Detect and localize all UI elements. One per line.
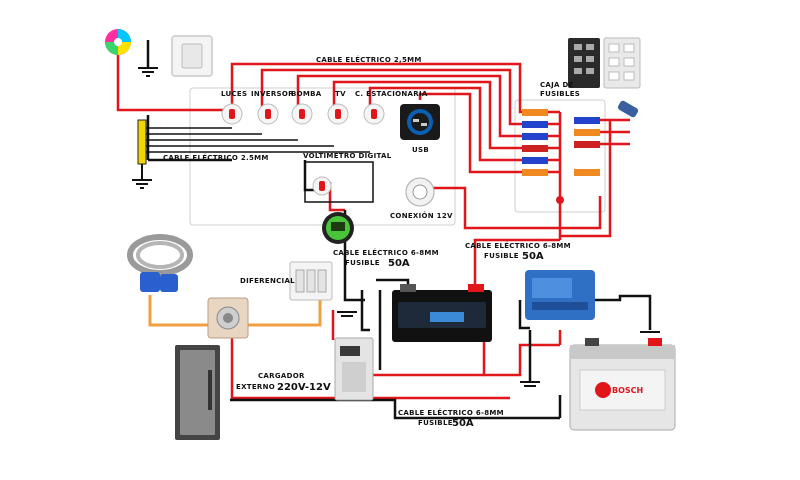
cable-bottom-label-line1: CABLE ELÉCTRICO 6-8MM [398,408,504,417]
cable-right-label-line1: CABLE ELÉCTRICO 6-8MM [465,241,571,250]
voltimetro-label: VOLTÍMETRO DIGITAL [303,151,392,160]
switch-luces-icon [221,103,243,125]
wall-switch-icon [171,35,213,77]
shore-inlet-icon [207,297,249,339]
socket-12v-icon [405,177,435,207]
cable-top-label: CABLE ELÉCTRICO 2,5MM [316,55,422,64]
diferencial-icon [289,261,333,301]
switch-label-luces: LUCES [221,90,247,98]
bosch-battery-icon [569,338,676,431]
bosch-brand-label: BOSCH [612,386,643,395]
cable-mid-label-line2: FUSIBLE [345,259,380,267]
switch-label-inversor: INVERSOR [251,90,294,98]
usb-socket-icon [400,104,440,140]
cable-left-label: CABLE ELÉCTRICO 2.5MM [163,153,269,162]
cable-right-amp: 50A [522,251,544,262]
fridge-icon [175,345,220,440]
cargador-label-line2a: EXTERNO [236,383,275,391]
red-wires [116,42,630,400]
cable-mid-label-line1: CABLE ELÉCTRICO 6-8MM [333,248,439,257]
caja-label-line2: FUSIBLES [540,90,580,98]
switch-label-estacionaria: C. ESTACIONARIA [355,90,428,98]
digital-gauge-icon [322,212,354,244]
usb-label: USB [412,146,429,154]
ground-symbols [132,67,660,387]
voltimetro-socket-icon [312,176,332,196]
switch-inversor-icon [257,103,279,125]
cable-right-label-line2: FUSIBLE [484,252,519,260]
switch-label-tv: TV [335,90,346,98]
blade-fuses [522,109,600,204]
switch-bomba-icon [291,103,313,125]
cargador-label-line2b: 220V-12V [277,382,331,393]
switch-estacionaria-icon [363,103,385,125]
fuse-box-icon [568,37,641,118]
victron-icon [525,270,595,320]
labels: CABLE ELÉCTRICO 2,5MM CABLE ELÉCTRICO 2.… [163,55,643,429]
switch-label-bomba: BOMBA [291,90,322,98]
charger-icon [334,337,374,401]
conexion-label: CONEXIÓN 12V [390,211,453,220]
cable-bottom-label-line2: FUSIBLE [418,419,453,427]
switch-tv-icon [327,103,349,125]
shore-cable-icon [127,234,193,292]
cargador-label-line1: CARGADOR [258,372,305,380]
caja-label-line1: CAJA DE [540,81,574,89]
cable-bottom-amp: 50A [452,418,474,429]
panel-switches [221,103,385,125]
diferencial-label: DIFERENCIAL [240,277,295,285]
rgb-light-icon [105,29,131,55]
service-battery-icon [392,284,492,342]
ground-bus [137,119,370,180]
cable-mid-amp: 50A [388,258,410,269]
voltimetro-box [304,161,374,203]
